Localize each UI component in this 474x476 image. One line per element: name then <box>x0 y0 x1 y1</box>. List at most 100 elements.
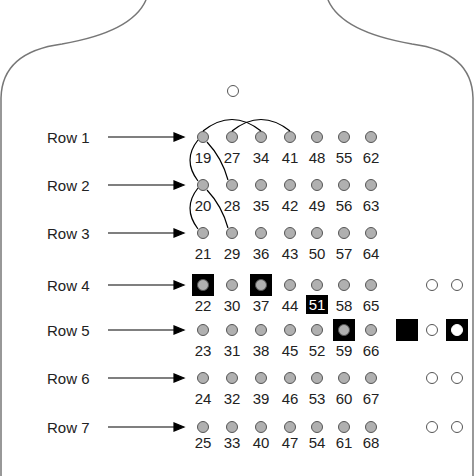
electrode-number: 63 <box>363 198 380 213</box>
electrode-dot <box>312 228 323 239</box>
electrode-dot <box>339 325 350 336</box>
electrode-number: 23 <box>195 343 212 358</box>
electrode-dot <box>312 180 323 191</box>
electrode-dot <box>227 280 238 291</box>
electrode-dot <box>339 373 350 384</box>
electrode-number: 59 <box>336 343 353 358</box>
electrode-number: 44 <box>282 298 299 313</box>
electrode-number: 34 <box>253 150 270 165</box>
electrode-number: 45 <box>282 343 299 358</box>
electrode-dot <box>312 132 323 143</box>
electrode-dot <box>427 422 438 433</box>
electrode-dot <box>256 373 267 384</box>
electrode-number: 60 <box>336 391 353 406</box>
electrode-dot <box>198 228 209 239</box>
electrode-dot <box>285 228 296 239</box>
row-label: Row 3 <box>47 226 90 241</box>
electrode-number: 37 <box>253 298 270 313</box>
electrode-number: 53 <box>309 391 326 406</box>
electrode-dot <box>366 132 377 143</box>
electrode-number: 65 <box>363 298 380 313</box>
electrode-dot <box>256 422 267 433</box>
marked-squares <box>192 274 468 341</box>
electrode-dot <box>366 422 377 433</box>
electrode-number: 49 <box>309 198 326 213</box>
electrode-number: 20 <box>195 198 212 213</box>
electrode-number: 40 <box>253 435 270 450</box>
row-label: Row 5 <box>47 323 90 338</box>
electrode-dot <box>366 180 377 191</box>
electrode-dot <box>312 280 323 291</box>
electrode-number: 62 <box>363 150 380 165</box>
electrode-dot <box>366 325 377 336</box>
row-label: Row 6 <box>47 371 90 386</box>
electrode-dot <box>285 280 296 291</box>
electrode-dot <box>198 325 209 336</box>
electrode-dot <box>285 180 296 191</box>
row-label: Row 4 <box>47 278 90 293</box>
torso-outline <box>328 0 473 476</box>
electrode-number: 55 <box>336 150 353 165</box>
electrode-number: 36 <box>253 246 270 261</box>
electrode-dot <box>312 373 323 384</box>
electrode-dot <box>256 228 267 239</box>
electrode-dot <box>256 325 267 336</box>
electrode-number: 35 <box>253 198 270 213</box>
electrode-number: 33 <box>224 435 241 450</box>
electrode-number: 50 <box>309 246 326 261</box>
electrode-number: 57 <box>336 246 353 261</box>
open-electrode <box>228 86 239 97</box>
electrode-number: 41 <box>282 150 299 165</box>
electrode-dot <box>227 180 238 191</box>
electrode-number: 46 <box>282 391 299 406</box>
electrode-dot <box>452 280 463 291</box>
electrode-dot <box>198 280 209 291</box>
electrode-dots <box>198 132 463 433</box>
row-arrows <box>108 133 184 431</box>
electrode-number: 47 <box>282 435 299 450</box>
electrode-number: 24 <box>195 391 212 406</box>
electrode-number: 32 <box>224 391 241 406</box>
electrode-dot <box>227 422 238 433</box>
electrode-dot <box>366 373 377 384</box>
electrode-number: 68 <box>363 435 380 450</box>
electrode-number: 39 <box>253 391 270 406</box>
highlighted-electrode-box: 51 <box>306 295 329 314</box>
electrode-number: 25 <box>195 435 212 450</box>
electrode-dot <box>285 373 296 384</box>
electrode-dot <box>198 422 209 433</box>
electrode-dot <box>339 422 350 433</box>
electrode-dot <box>339 132 350 143</box>
row-label: Row 7 <box>47 420 90 435</box>
electrode-number: 56 <box>336 198 353 213</box>
electrode-number: 28 <box>224 198 241 213</box>
connection-curves <box>190 120 290 230</box>
electrode-dot <box>285 422 296 433</box>
electrode-dot <box>452 422 463 433</box>
electrode-number: 21 <box>195 246 212 261</box>
electrode-number: 51 <box>309 297 326 312</box>
electrode-dot <box>198 373 209 384</box>
electrode-dot <box>256 180 267 191</box>
row-label: Row 2 <box>47 178 90 193</box>
electrode-dot <box>256 132 267 143</box>
electrode-number: 19 <box>195 150 212 165</box>
electrode-dot <box>452 373 463 384</box>
electrode-number: 48 <box>309 150 326 165</box>
electrode-number: 43 <box>282 246 299 261</box>
electrode-dot <box>339 228 350 239</box>
electrode-number: 29 <box>224 246 241 261</box>
electrode-dot <box>312 422 323 433</box>
electrode-number: 61 <box>336 435 353 450</box>
electrode-number: 42 <box>282 198 299 213</box>
electrode-dot <box>339 280 350 291</box>
electrode-number: 66 <box>363 343 380 358</box>
electrode-dot <box>312 325 323 336</box>
electrode-dot <box>256 280 267 291</box>
electrode-dot <box>285 132 296 143</box>
electrode-number: 30 <box>224 298 241 313</box>
electrode-number: 67 <box>363 391 380 406</box>
electrode-dot <box>198 132 209 143</box>
electrode-dot <box>227 325 238 336</box>
electrode-number: 38 <box>253 343 270 358</box>
